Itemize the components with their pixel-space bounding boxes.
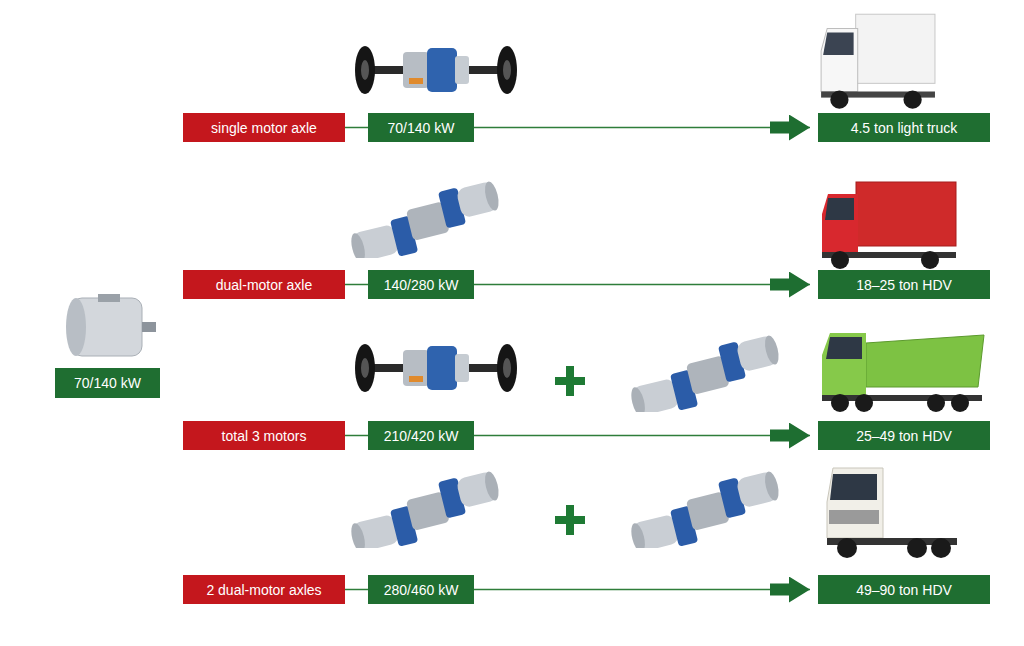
box-label: 70/140 kW — [388, 120, 455, 136]
config-box: total 3 motors — [183, 421, 345, 450]
axle-image — [344, 178, 506, 267]
box-label: 210/420 kW — [384, 428, 459, 444]
box-label: single motor axle — [211, 120, 317, 136]
plus-symbol — [555, 366, 585, 396]
connector-arrow — [474, 284, 810, 286]
connector-arrow — [474, 435, 810, 437]
vehicle-box: 4.5 ton light truck — [818, 113, 990, 142]
vehicle-box: 18–25 ton HDV — [818, 270, 990, 299]
box-label: 49–90 ton HDV — [856, 582, 952, 598]
connector-arrow — [474, 589, 810, 591]
connector-line — [345, 127, 368, 129]
box-label: 25–49 ton HDV — [856, 428, 952, 444]
box-label: total 3 motors — [222, 428, 307, 444]
box-label: 18–25 ton HDV — [856, 277, 952, 293]
plus-symbol — [555, 505, 585, 535]
axle-image — [344, 468, 506, 557]
connector-line — [345, 284, 368, 286]
box-label: 140/280 kW — [384, 277, 459, 293]
box-label: dual-motor axle — [216, 277, 313, 293]
truck-image — [821, 14, 935, 109]
axle-image — [624, 468, 786, 557]
power-box: 140/280 kW — [368, 270, 474, 299]
connector-arrow — [474, 127, 810, 129]
power-box: 280/460 kW — [368, 575, 474, 604]
config-box: dual-motor axle — [183, 270, 345, 299]
axle-image — [624, 332, 786, 421]
config-box: single motor axle — [183, 113, 345, 142]
config-box: 2 dual-motor axles — [183, 575, 345, 604]
box-label: 2 dual-motor axles — [206, 582, 321, 598]
box-label: 280/460 kW — [384, 582, 459, 598]
power-box: 70/140 kW — [368, 113, 474, 142]
power-box: 70/140 kW — [55, 368, 160, 398]
axle-image — [355, 344, 517, 392]
axle-image — [355, 46, 517, 94]
box-label: 4.5 ton light truck — [851, 120, 958, 136]
truck-image — [822, 333, 984, 412]
truck-image — [827, 468, 957, 558]
connector-line — [345, 435, 368, 437]
motor-image — [66, 294, 156, 356]
box-label: 70/140 kW — [74, 375, 141, 391]
vehicle-box: 25–49 ton HDV — [818, 421, 990, 450]
vehicle-box: 49–90 ton HDV — [818, 575, 990, 604]
connector-line — [345, 589, 368, 591]
truck-image — [822, 182, 956, 269]
power-box: 210/420 kW — [368, 421, 474, 450]
